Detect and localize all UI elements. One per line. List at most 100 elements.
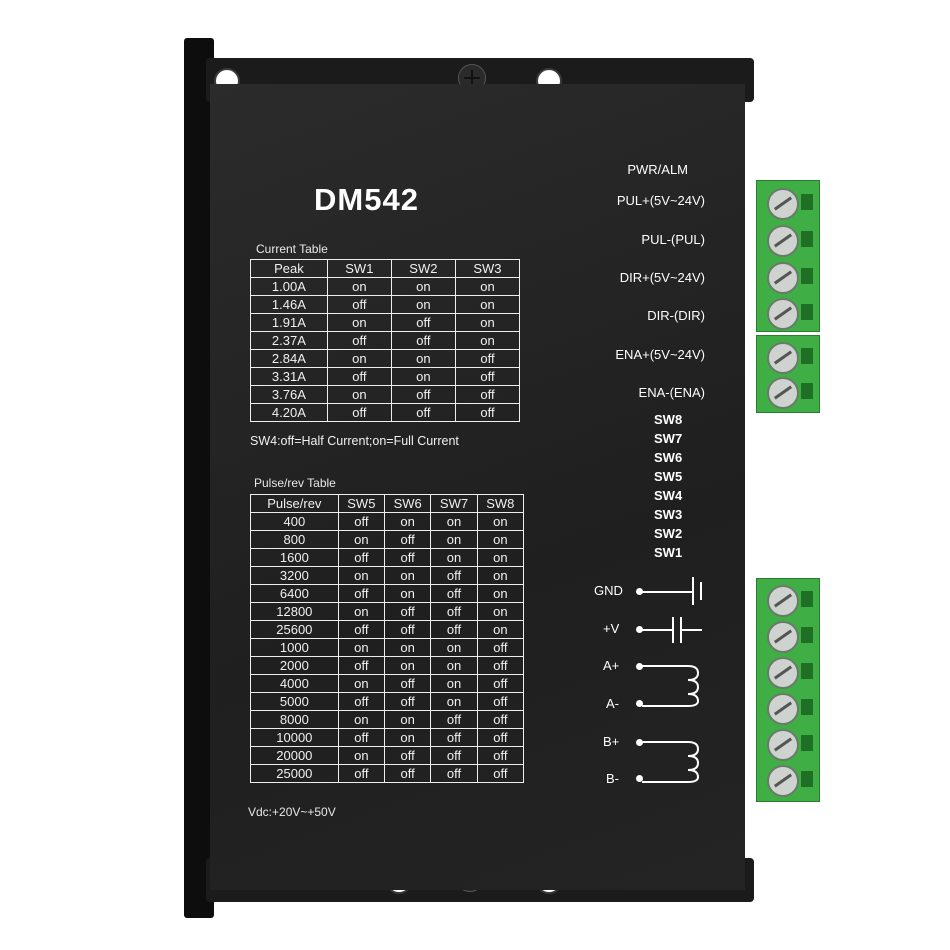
table-cell: off <box>430 602 478 621</box>
table-cell: on <box>390 367 456 386</box>
label-ena-plus: ENA+(5V~24V) <box>615 347 705 362</box>
table-cell: on <box>430 692 478 711</box>
table-cell: off <box>383 764 432 783</box>
table-cell: on <box>390 295 456 314</box>
terminal-tab <box>801 663 813 679</box>
table-cell: off <box>476 692 525 711</box>
table-cell: off <box>383 548 432 567</box>
a-plus-dot <box>636 663 643 670</box>
table-cell: off <box>337 764 386 783</box>
table-cell: off <box>326 295 392 314</box>
terminal-tab <box>801 194 813 210</box>
terminal-screw-icon[interactable] <box>767 621 799 653</box>
vdc-note: Vdc:+20V~+50V <box>248 805 336 819</box>
b-minus-dot <box>636 775 643 782</box>
table-cell: off <box>383 674 432 693</box>
table-cell: 10000 <box>250 728 339 747</box>
table-cell: on <box>326 277 392 296</box>
terminal-screw-icon[interactable] <box>767 342 799 374</box>
vplus-line <box>682 629 702 631</box>
table-cell: off <box>390 385 456 404</box>
table-cell: on <box>476 584 525 603</box>
label-sw4: SW4 <box>654 488 683 503</box>
signal-terminal-block-upper <box>756 180 820 332</box>
table-cell: on <box>337 710 386 729</box>
table-cell: 1.00A <box>250 277 328 296</box>
b-plus-dot <box>636 739 643 746</box>
terminal-screw-icon[interactable] <box>767 225 799 257</box>
terminal-screw-icon[interactable] <box>767 585 799 617</box>
table-cell: 1.91A <box>250 313 328 332</box>
table-cell: on <box>476 602 525 621</box>
table-cell: on <box>476 548 525 567</box>
terminal-screw-icon[interactable] <box>767 298 799 330</box>
table-cell: off <box>454 367 521 386</box>
table-cell: on <box>383 710 432 729</box>
table-cell: off <box>390 313 456 332</box>
terminal-screw-icon[interactable] <box>767 657 799 689</box>
table-cell: on <box>383 566 432 585</box>
terminal-screw-icon[interactable] <box>767 377 799 409</box>
table-cell: off <box>390 331 456 350</box>
label-ena-minus: ENA-(ENA) <box>638 385 705 400</box>
table-cell: on <box>430 638 478 657</box>
table-cell: off <box>454 385 521 404</box>
table-cell: 2.84A <box>250 349 328 368</box>
table-cell: on <box>430 512 478 531</box>
table-cell: off <box>454 349 521 368</box>
table-cell: off <box>476 674 525 693</box>
table-cell: on <box>430 530 478 549</box>
table-cell: off <box>390 403 456 422</box>
table-cell: off <box>383 620 432 639</box>
table-cell: off <box>326 367 392 386</box>
label-sw7: SW7 <box>654 431 683 446</box>
terminal-screw-icon[interactable] <box>767 693 799 725</box>
table-cell: off <box>430 566 478 585</box>
terminal-screw-icon[interactable] <box>767 765 799 797</box>
table-cell: 20000 <box>250 746 339 765</box>
table-cell: off <box>337 584 386 603</box>
table-cell: off <box>430 584 478 603</box>
table-cell: off <box>430 710 478 729</box>
label-a-plus: A+ <box>603 658 620 673</box>
vplus-dot <box>636 626 643 633</box>
table-cell: on <box>383 638 432 657</box>
table-cell: off <box>430 764 478 783</box>
terminal-screw-icon[interactable] <box>767 729 799 761</box>
terminal-screw-icon[interactable] <box>767 188 799 220</box>
terminal-tab <box>801 268 813 284</box>
table-cell: on <box>383 584 432 603</box>
table-cell: 3.31A <box>250 367 328 386</box>
label-a-minus: A- <box>606 696 619 711</box>
table-cell: on <box>430 674 478 693</box>
label-sw5: SW5 <box>654 469 683 484</box>
table-cell: off <box>383 692 432 711</box>
gnd-symbol <box>700 582 702 600</box>
column-header: SW8 <box>476 494 525 513</box>
label-sw2: SW2 <box>654 526 683 541</box>
table-cell: 3.76A <box>250 385 328 404</box>
label-dir-minus: DIR-(DIR) <box>647 308 705 323</box>
table-cell: off <box>430 620 478 639</box>
table-cell: on <box>383 656 432 675</box>
column-header: SW3 <box>454 259 521 278</box>
table-cell: on <box>476 566 525 585</box>
terminal-screw-icon[interactable] <box>767 262 799 294</box>
gnd-line <box>642 591 692 593</box>
